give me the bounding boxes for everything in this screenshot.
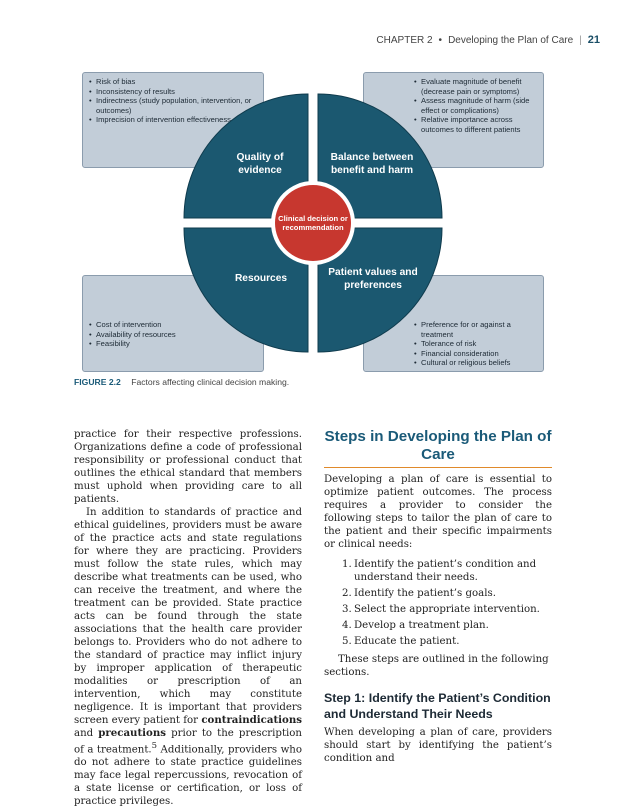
- chapter-bullet: •: [438, 34, 443, 46]
- note-item: Feasibility: [89, 339, 257, 349]
- step-item: 3.Select the appropriate intervention.: [324, 603, 552, 616]
- note-item: Availability of resources: [89, 330, 257, 340]
- text-run: In addition to standards of practice and…: [74, 507, 302, 726]
- running-head: CHAPTER 2 • Developing the Plan of Care …: [376, 34, 600, 46]
- note-item: Relative importance across outcomes to d…: [414, 115, 537, 134]
- reference-marker: 5: [151, 741, 158, 751]
- decision-wheel: Quality of evidence Balance between bene…: [182, 92, 444, 354]
- step-item: 5.Educate the patient.: [324, 635, 552, 648]
- figure-caption-text: Factors affecting clinical decision maki…: [131, 377, 290, 387]
- quadrant-shape: [183, 93, 309, 219]
- step-text: Identify the patient’s condition and und…: [354, 559, 537, 583]
- figure-number: FIGURE 2.2: [74, 377, 121, 387]
- chapter-title: Developing the Plan of Care: [448, 34, 574, 46]
- center-label: Clinical decision or recommendation: [278, 213, 348, 233]
- text-run: Additionally, providers who do not adher…: [74, 744, 303, 808]
- step-number: 5.: [342, 636, 352, 647]
- section-heading: Steps in Developing the Plan of Care: [324, 428, 552, 468]
- wheel-graphic: [183, 93, 443, 353]
- page-number: 21: [587, 34, 600, 46]
- note-item: Cultural or religious beliefs: [414, 358, 537, 368]
- step-item: 1.Identify the patient’s condition and u…: [324, 558, 552, 584]
- step-1-heading: Step 1: Identify the Patient’s Condition…: [324, 691, 551, 721]
- text-run: prior to the prescription of a treatment…: [74, 728, 302, 756]
- term-precautions: precautions: [98, 727, 166, 739]
- chapter-label: CHAPTER 2: [376, 34, 433, 46]
- note-item: Imprecision of intervention effectivenes…: [89, 115, 257, 125]
- paragraph: In addition to standards of practice and…: [74, 506, 302, 808]
- term-contraindications: contraindications: [201, 714, 302, 726]
- quadrant-balance-benefit-harm: Balance between benefit and harm: [330, 152, 414, 176]
- right-column: Steps in Developing the Plan of Care Dev…: [324, 428, 552, 765]
- step-number: 1.: [342, 559, 352, 570]
- note-item: Evaluate magnitude of benefit (decrease …: [414, 77, 537, 96]
- step-text: Educate the patient.: [354, 636, 460, 647]
- paragraph: practice for their respective profession…: [74, 429, 302, 505]
- note-item: Financial consideration: [414, 349, 537, 359]
- note-item: Indirectness (study population, interven…: [89, 96, 257, 115]
- step-number: 2.: [342, 588, 352, 599]
- quadrant-quality-of-evidence: Quality of evidence: [236, 152, 284, 176]
- text-run: and: [74, 728, 99, 739]
- figure-caption: FIGURE 2.2 Factors affecting clinical de…: [74, 377, 289, 387]
- note-item: Tolerance of risk: [414, 339, 537, 349]
- left-column: practice for their respective profession…: [74, 428, 302, 808]
- note-item: Inconsistency of results: [89, 87, 257, 97]
- decision-figure: Risk of bias Inconsistency of results In…: [82, 72, 544, 372]
- header-separator: |: [579, 34, 582, 46]
- quadrant-shape: [183, 227, 309, 353]
- quadrant-patient-values: Patient values and preferences: [328, 267, 418, 291]
- step-item: 2.Identify the patient’s goals.: [324, 587, 552, 600]
- center-disc: [275, 185, 351, 261]
- note-item: Risk of bias: [89, 77, 257, 87]
- steps-list: 1.Identify the patient’s condition and u…: [324, 558, 552, 648]
- step-number: 3.: [342, 604, 352, 615]
- note-item: Cost of intervention: [89, 320, 257, 330]
- step-text: Develop a treatment plan.: [354, 620, 489, 631]
- note-item: Preference for or against a treatment: [414, 320, 537, 339]
- step-number: 4.: [342, 620, 352, 631]
- outline-sentence: These steps are outlined in the followin…: [324, 654, 549, 678]
- step-text: Select the appropriate intervention.: [354, 604, 540, 615]
- note-item: Assess magnitude of harm (side effect or…: [414, 96, 537, 115]
- note-top-right: Evaluate magnitude of benefit (decrease …: [363, 72, 544, 168]
- quadrant-shape: [317, 227, 443, 353]
- step-item: 4.Develop a treatment plan.: [324, 619, 552, 632]
- quadrant-shape: [317, 93, 443, 219]
- intro-paragraph: Developing a plan of care is essential t…: [324, 474, 552, 550]
- quadrant-resources: Resources: [234, 273, 288, 284]
- step-1-paragraph: When developing a plan of care, provider…: [324, 727, 552, 765]
- step-text: Identify the patient’s goals.: [354, 588, 496, 599]
